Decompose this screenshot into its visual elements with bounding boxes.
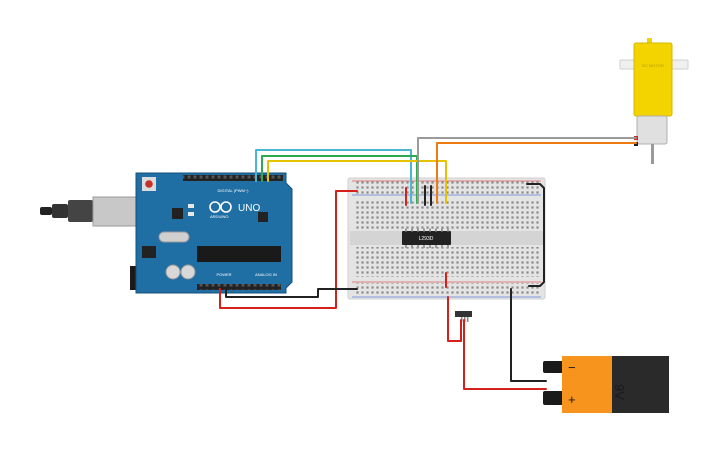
wire-red-5v[interactable] xyxy=(219,190,358,309)
reset-button[interactable] xyxy=(142,177,156,191)
wire-black-gnd[interactable] xyxy=(225,288,358,298)
battery-9v[interactable]: 9V − + xyxy=(543,356,669,413)
battery-minus: − xyxy=(568,360,576,375)
capacitor-1 xyxy=(165,264,181,280)
wire-orange-motor[interactable] xyxy=(436,142,637,204)
battery-plus: + xyxy=(568,392,576,407)
breadboard[interactable] xyxy=(347,177,546,300)
usb-cable xyxy=(40,200,93,222)
atmega-chip xyxy=(197,246,281,262)
wire-cyan-signal[interactable] xyxy=(255,149,412,204)
digital-label: DIGITAL (PWM~) xyxy=(218,188,250,193)
bottom-power-rail[interactable] xyxy=(354,283,539,296)
battery-label: 9V xyxy=(612,384,627,400)
wire-yellow-signal[interactable] xyxy=(267,160,447,204)
crystal xyxy=(158,231,190,243)
l293d-chip[interactable]: L293D xyxy=(402,228,451,249)
terminal-block-top[interactable] xyxy=(354,199,539,229)
wire-red-switch[interactable] xyxy=(447,296,462,342)
analog-label: ANALOG IN xyxy=(255,272,277,277)
arduino-logo xyxy=(209,201,232,213)
wires xyxy=(219,137,637,390)
motor-label: DC MOTOR xyxy=(642,63,664,68)
power-label: POWER xyxy=(216,272,231,277)
dc-motor[interactable]: DC MOTOR xyxy=(619,38,689,164)
terminal-block-bottom[interactable] xyxy=(354,247,539,277)
wire-black-rail-bridge[interactable] xyxy=(526,183,545,287)
arduino-uno-board[interactable]: DIGITAL (PWM~) UNO ARDUINO POWER ANALOG … xyxy=(40,172,293,294)
wire-red-battery[interactable] xyxy=(463,319,547,390)
capacitor-2 xyxy=(180,264,196,280)
board-brand: ARDUINO xyxy=(210,214,228,219)
chip-label: L293D xyxy=(419,236,434,242)
board-model: UNO xyxy=(238,203,260,214)
wire-black-battery[interactable] xyxy=(510,288,547,382)
wire-gray-motor[interactable] xyxy=(417,137,637,204)
